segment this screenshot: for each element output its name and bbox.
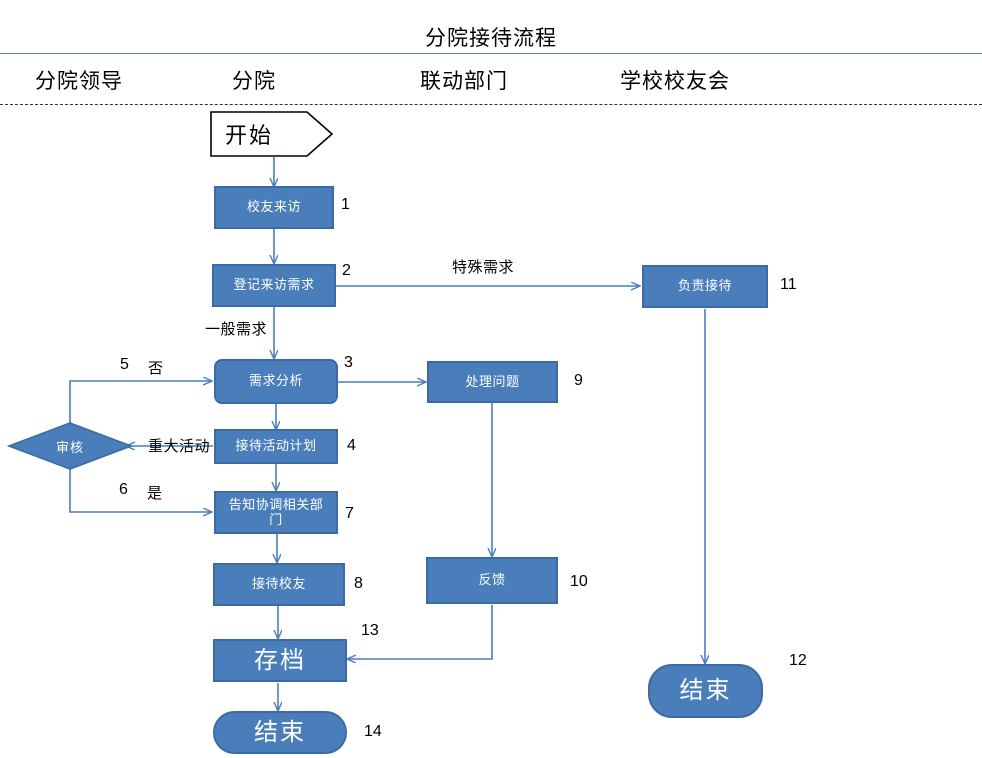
step-number-14: 14 bbox=[364, 723, 382, 740]
node-receive-alumni[interactable]: 接待校友 bbox=[213, 563, 345, 606]
node-handle-issue[interactable]: 处理问题 bbox=[427, 361, 558, 403]
lane-header-branch-leader: 分院领导 bbox=[35, 70, 123, 93]
edge-label-special-need: 特殊需求 bbox=[452, 259, 515, 276]
step-number-4: 4 bbox=[347, 437, 356, 454]
node-reception-plan[interactable]: 接待活动计划 bbox=[214, 429, 338, 464]
step-number-11: 11 bbox=[780, 276, 797, 293]
node-archive[interactable]: 存档 bbox=[213, 639, 347, 682]
node-alumni-visit[interactable]: 校友来访 bbox=[214, 186, 334, 229]
lane-header-joint-dept: 联动部门 bbox=[420, 70, 508, 93]
step-number-2: 2 bbox=[342, 262, 351, 279]
step-number-7: 7 bbox=[345, 505, 354, 522]
edge-label-no: 否 bbox=[148, 360, 164, 377]
node-end-left[interactable]: 结束 bbox=[213, 711, 347, 754]
step-number-1: 1 bbox=[341, 196, 350, 213]
lane-header-branch: 分院 bbox=[232, 70, 276, 93]
node-host-reception[interactable]: 负责接待 bbox=[642, 265, 768, 308]
step-number-12: 12 bbox=[789, 652, 807, 669]
lane-header-alumni-assoc: 学校校友会 bbox=[620, 70, 730, 93]
edge-number-5: 5 bbox=[120, 356, 129, 373]
step-number-3: 3 bbox=[344, 354, 353, 371]
node-feedback[interactable]: 反馈 bbox=[426, 557, 558, 604]
lane-divider bbox=[0, 104, 982, 105]
step-number-9: 9 bbox=[574, 372, 583, 389]
step-number-13: 13 bbox=[361, 622, 379, 639]
title-divider bbox=[0, 53, 982, 54]
step-number-8: 8 bbox=[354, 575, 363, 592]
node-end-right[interactable]: 结束 bbox=[648, 664, 763, 718]
step-number-10: 10 bbox=[570, 573, 588, 590]
node-review-label: 审核 bbox=[55, 439, 84, 455]
edge-label-major-event: 重大活动 bbox=[148, 438, 211, 455]
edge-number-6: 6 bbox=[119, 481, 128, 498]
node-demand-analysis[interactable]: 需求分析 bbox=[214, 359, 338, 404]
page-title: 分院接待流程 bbox=[425, 27, 557, 50]
edge-label-general-need: 一般需求 bbox=[205, 321, 268, 338]
node-register-request[interactable]: 登记来访需求 bbox=[212, 264, 336, 307]
edge-label-yes: 是 bbox=[147, 485, 163, 502]
node-notify-departments[interactable]: 告知协调相关部门 bbox=[214, 491, 338, 534]
node-start[interactable]: 开始 bbox=[225, 123, 274, 148]
